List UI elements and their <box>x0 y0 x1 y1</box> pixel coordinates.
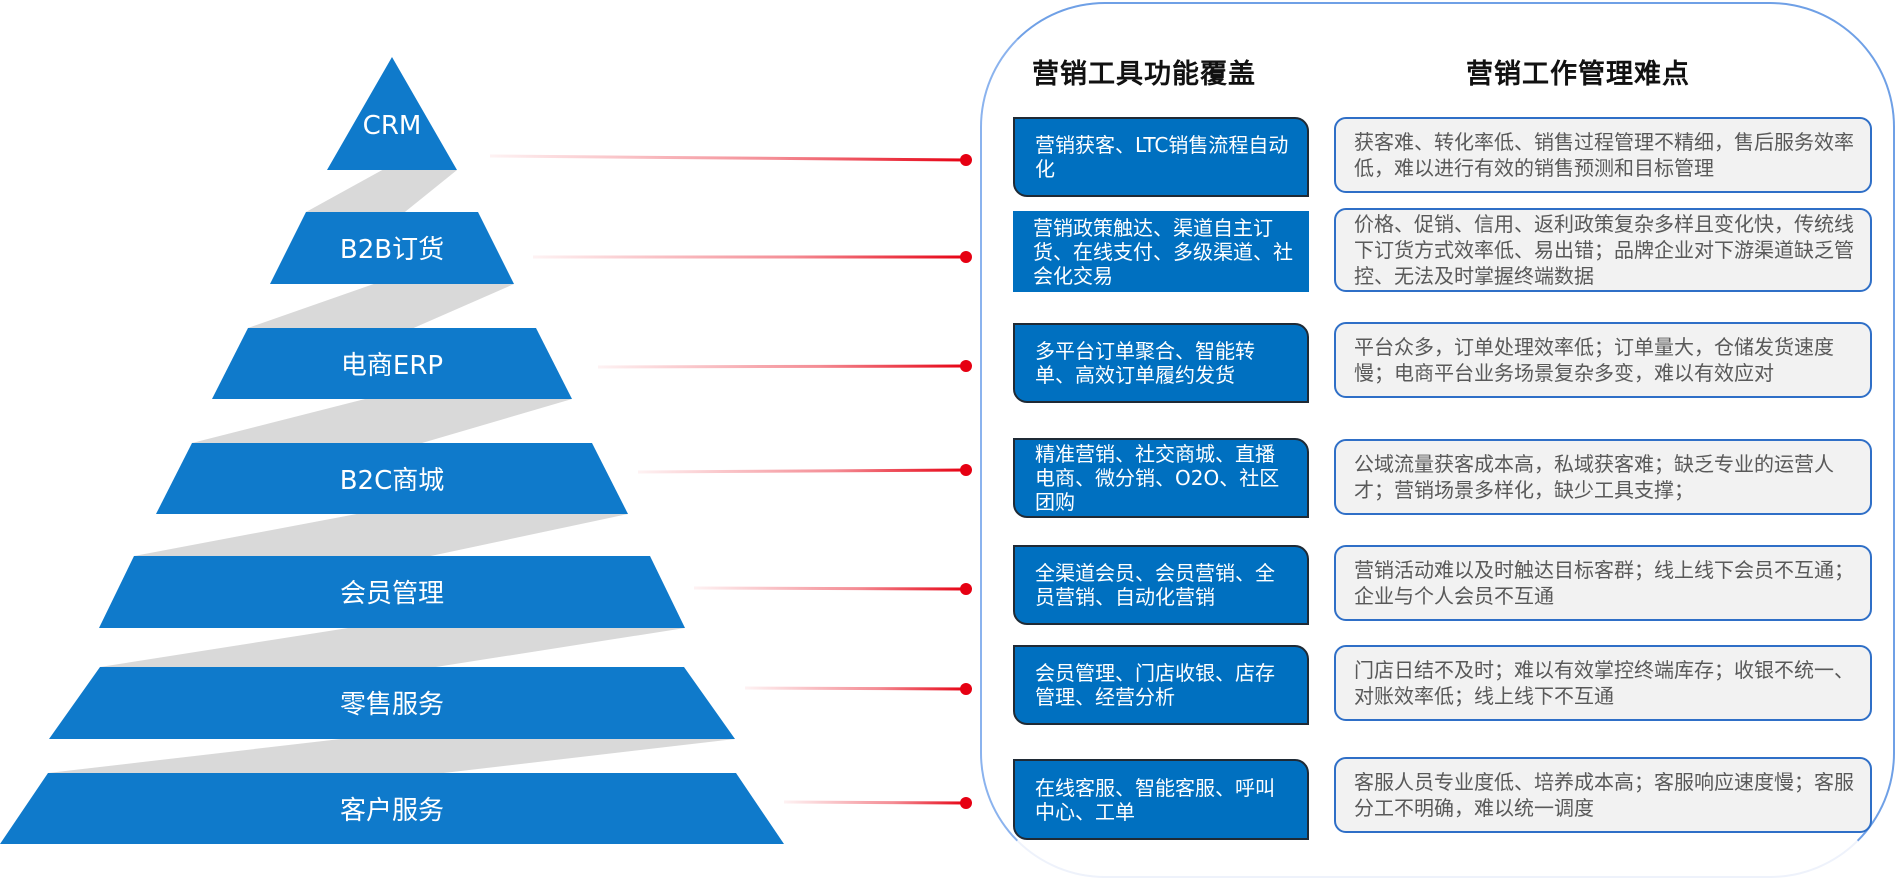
connector-dot <box>960 360 972 372</box>
pyramid-layer-label-b2c: B2C商城 <box>339 466 445 496</box>
pyramid-layer-crm <box>327 57 457 170</box>
pyramid-layer-b2b <box>270 212 514 284</box>
connector-dot <box>960 583 972 595</box>
connector-line <box>597 364 967 369</box>
feature-box: 会员管理、门店收银、店存管理、经营分析 <box>1013 645 1309 725</box>
connector-dot <box>960 683 972 695</box>
connector-line <box>637 468 967 474</box>
feature-box: 在线客服、智能客服、呼叫中心、工单 <box>1013 759 1309 840</box>
pain-point-box: 价格、促销、信用、返利政策复杂多样且变化快，传统线下订货方式效率低、易出错；品牌… <box>1334 208 1872 292</box>
pyramid-shadow-band <box>306 170 457 212</box>
pyramid-layer-label-member: 会员管理 <box>339 579 444 609</box>
feature-box: 全渠道会员、会员营销、全员营销、自动化营销 <box>1013 545 1309 625</box>
pain-point-box: 公域流量获客成本高，私域获客难；缺乏专业的运营人才；营销场景多样化，缺少工具支撑… <box>1334 439 1872 515</box>
feature-box: 精准营销、社交商城、直播电商、微分销、O2O、社区团购 <box>1013 438 1309 518</box>
pain-point-box: 平台众多，订单处理效率低；订单量大，仓储发货速度慢；电商平台业务场景复杂多变，难… <box>1334 322 1872 398</box>
pyramid-layer-label-b2b: B2B订货 <box>339 235 445 265</box>
pyramid-layer-label-customer-service: 客户服务 <box>339 796 444 826</box>
feature-box: 营销获客、LTC销售流程自动化 <box>1013 117 1309 197</box>
connector-line <box>783 800 967 805</box>
pyramid-shadow-band <box>134 514 628 556</box>
pain-point-box: 客服人员专业度低、培养成本高；客服响应速度慢；客服分工不明确，难以统一调度 <box>1334 757 1872 833</box>
connector-dot <box>960 154 972 166</box>
pain-point-box: 获客难、转化率低、销售过程管理不精细，售后服务效率低，难以进行有效的销售预测和目… <box>1334 117 1872 193</box>
feature-panel-frame <box>980 2 1895 878</box>
connector-line <box>693 586 967 591</box>
pyramid-shadow-band <box>48 739 735 773</box>
pyramid-layer-label-retail: 零售服务 <box>339 690 444 720</box>
pyramid-shadow-band <box>248 284 514 328</box>
pain-point-box: 门店日结不及时；难以有效掌控终端库存；收银不统一、对账效率低；线上线下不互通 <box>1334 645 1872 721</box>
connector-dot <box>960 797 972 809</box>
pyramid-layer-customer-service <box>0 773 784 844</box>
pyramid-layer-label-erp: 电商ERP <box>340 351 444 381</box>
pyramid-shadow-band <box>192 399 572 443</box>
connector-line <box>489 154 967 162</box>
feature-box: 多平台订单聚合、智能转单、高效订单履约发货 <box>1013 323 1309 403</box>
connector-dot <box>960 251 972 263</box>
pyramid-layer-erp <box>212 328 572 399</box>
feature-box: 营销政策触达、渠道自主订货、在线支付、多级渠道、社会化交易 <box>1013 211 1309 292</box>
features-column-title: 营销工具功能覆盖 <box>1032 59 1256 90</box>
pyramid-layer-label-crm: CRM <box>362 111 422 141</box>
pyramid-layer-b2c <box>156 443 628 514</box>
pain-points-column-title: 营销工作管理难点 <box>1466 59 1690 90</box>
pain-point-box: 营销活动难以及时触达目标客群；线上线下会员不互通；企业与个人会员不互通 <box>1334 545 1872 621</box>
connector-line <box>744 686 967 691</box>
pyramid-layer-member <box>99 556 685 628</box>
connector-dot <box>960 464 972 476</box>
pyramid-shadow-band <box>100 628 685 667</box>
pyramid-layer-retail <box>49 667 735 739</box>
